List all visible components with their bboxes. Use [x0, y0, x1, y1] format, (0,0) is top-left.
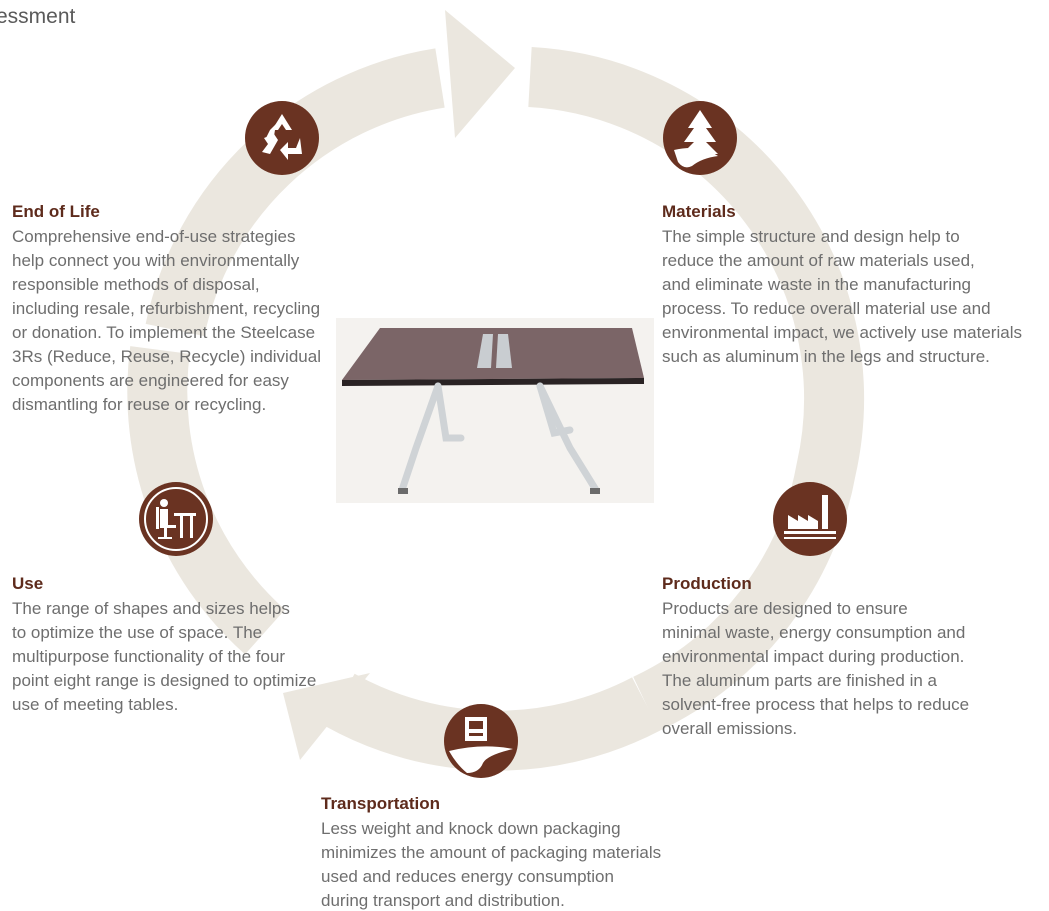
desc-line: point eight range is designed to optimiz… [12, 671, 317, 690]
desc-line: Comprehensive end-of-use strategies [12, 227, 296, 246]
desc-line: reduce the amount of raw materials used, [662, 251, 975, 270]
desc-line: and eliminate waste in the manufacturing [662, 275, 972, 294]
person-at-desk-icon [139, 482, 213, 556]
desc-line: Products are designed to ensure [662, 599, 908, 618]
desc-line: process. To reduce overall material use … [662, 299, 991, 318]
stage-description: Less weight and knock down packaging min… [321, 817, 721, 911]
desc-line: during transport and distribution. [321, 891, 565, 910]
desc-line: The simple structure and design help to [662, 227, 960, 246]
desc-line: including resale, refurbishment, recycli… [12, 299, 321, 318]
page-title: essment [0, 5, 76, 28]
stage-transportation: Transportation Less weight and knock dow… [321, 793, 721, 911]
stage-title: Materials [662, 202, 736, 221]
desc-line: help connect you with environmentally [12, 251, 300, 270]
stage-description: Products are designed to ensure minimal … [662, 597, 1048, 741]
desc-line: minimal waste, energy consumption and [662, 623, 966, 642]
desc-line: environmental impact during production. [662, 647, 965, 666]
desc-line: or donation. To implement the Steelcase [12, 323, 316, 342]
stage-title: End of Life [12, 202, 100, 221]
desc-line: components are engineered for easy [12, 371, 289, 390]
desc-line: use of meeting tables. [12, 695, 179, 714]
desc-line: minimizes the amount of packaging materi… [321, 843, 662, 862]
tree-icon [663, 101, 737, 175]
factory-icon [773, 482, 847, 556]
stage-end-of-life: End of Life Comprehensive end-of-use str… [12, 201, 352, 417]
desc-line: multipurpose functionality of the four [12, 647, 286, 666]
desc-line: responsible methods of disposal, [12, 275, 260, 294]
stage-production: Production Products are designed to ensu… [662, 573, 1048, 741]
stage-description: Comprehensive end-of-use strategies help… [12, 225, 352, 417]
desc-line: used and reduces energy consumption [321, 867, 614, 886]
desc-line: such as aluminum in the legs and structu… [662, 347, 990, 366]
desc-line: 3Rs (Reduce, Reuse, Recycle) individual [12, 347, 321, 366]
stage-title: Use [12, 574, 44, 593]
desc-line: to optimize the use of space. The [12, 623, 263, 642]
desc-line: overall emissions. [662, 719, 798, 738]
desc-line: dismantling for reuse or recycling. [12, 395, 267, 414]
desc-line: solvent-free process that helps to reduc… [662, 695, 970, 714]
recycle-icon [245, 101, 319, 175]
desc-line: environmental impact, we actively use ma… [662, 323, 1022, 342]
desc-line: The range of shapes and sizes helps [12, 599, 290, 618]
stage-use: Use The range of shapes and sizes helps … [12, 573, 352, 717]
desc-line: Less weight and knock down packaging [321, 819, 621, 838]
truck-icon [444, 704, 518, 778]
stage-description: The range of shapes and sizes helps to o… [12, 597, 352, 717]
cycle-arrowhead-bottom [283, 673, 370, 760]
stage-title: Production [662, 574, 752, 593]
desc-line: The aluminum parts are finished in a [662, 671, 937, 690]
stage-description: The simple structure and design help to … [662, 225, 1048, 369]
stage-title: Transportation [321, 794, 441, 813]
meeting-table-image [336, 318, 654, 503]
stage-materials: Materials The simple structure and desig… [662, 201, 1048, 369]
cycle-arrowhead-top [445, 10, 515, 138]
cycle-ring-right [528, 47, 865, 732]
